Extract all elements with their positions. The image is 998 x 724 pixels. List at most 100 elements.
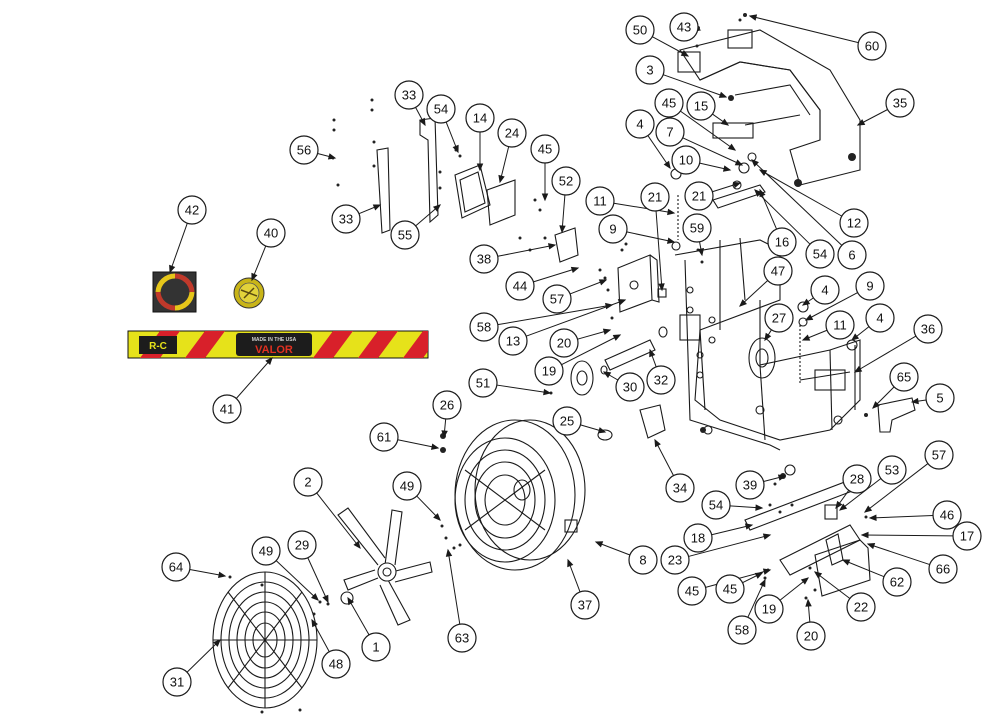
callout-number: 30 <box>623 380 637 395</box>
leader-arrowhead <box>754 572 764 579</box>
callout-circle <box>839 208 869 238</box>
callout-bubble: 58 <box>469 312 499 342</box>
callout-number: 45 <box>685 584 699 599</box>
callout-number: 58 <box>735 623 749 638</box>
callout-circle <box>655 117 685 147</box>
leader-line <box>680 110 736 151</box>
callout-bubble: 49 <box>251 536 281 566</box>
leader-arrowhead <box>853 365 863 373</box>
callout-circle <box>570 590 600 620</box>
callout-number: 41 <box>220 402 234 417</box>
callout-circle <box>549 328 579 358</box>
leader-line <box>307 557 329 603</box>
leader-arrowhead <box>430 443 440 450</box>
leader-line <box>397 439 439 449</box>
leader-arrowhead <box>594 541 604 548</box>
leader-arrowhead <box>720 118 730 126</box>
callout-circle <box>390 220 420 250</box>
leader-line <box>533 267 579 283</box>
leader-arrowhead <box>734 159 744 166</box>
callout-number: 25 <box>560 414 574 429</box>
leader-arrowhead <box>372 204 382 211</box>
leader-arrowhead <box>804 314 814 321</box>
callout-number: 17 <box>960 529 974 544</box>
callout-circle <box>161 552 191 582</box>
callout-circle <box>669 12 699 42</box>
callout-bubble: 54 <box>805 239 835 269</box>
leader-arrowhead <box>353 540 361 550</box>
callout-circle <box>682 213 712 243</box>
callout-number: 8 <box>639 553 646 568</box>
leader-arrowhead <box>722 165 732 172</box>
callout-circle <box>361 632 391 662</box>
leader-line <box>854 335 917 373</box>
decal-brand: VALOR <box>255 344 293 356</box>
handle-part <box>677 29 861 187</box>
leader-arrowhead <box>612 334 622 341</box>
callout-circle <box>882 567 912 597</box>
callout-bubble: 31 <box>162 667 192 697</box>
callout-number: 32 <box>654 373 668 388</box>
callout-circle <box>865 303 895 333</box>
leader-arrowhead <box>598 279 608 286</box>
callout-bubble: 18 <box>683 523 713 553</box>
callout-number: 39 <box>743 478 757 493</box>
callout-bubble: 39 <box>735 470 765 500</box>
callout-number: 33 <box>402 88 416 103</box>
callout-number: 10 <box>679 153 693 168</box>
leader-line <box>654 439 674 476</box>
callout-bubble: 6 <box>837 240 867 270</box>
callout-circle <box>805 239 835 269</box>
callout-number: 15 <box>694 99 708 114</box>
callout-bubble: 40 <box>256 218 286 248</box>
leader-arrowhead <box>547 243 557 250</box>
callout-bubble: 30 <box>615 372 645 402</box>
callout-bubble: 37 <box>570 590 600 620</box>
callout-number: 45 <box>538 142 552 157</box>
callout-number: 48 <box>329 657 343 672</box>
leader-arrowhead <box>680 50 690 57</box>
callout-bubble: 7 <box>655 117 685 147</box>
callout-circle <box>684 181 714 211</box>
callout-bubble: 8 <box>628 545 658 575</box>
callout-number: 1 <box>372 640 379 655</box>
leader-arrowhead <box>347 596 355 606</box>
callout-bubble: 21 <box>684 181 714 211</box>
callout-bubble: 33 <box>394 80 424 110</box>
callout-circle <box>727 615 757 645</box>
leader-arrowhead <box>541 193 549 202</box>
callout-number: 38 <box>477 252 491 267</box>
leader-line <box>682 137 743 166</box>
callout-bubble: 36 <box>913 314 943 344</box>
leader-line <box>747 579 766 618</box>
callout-circle <box>885 88 915 118</box>
callout-number: 35 <box>893 96 907 111</box>
callout-circle <box>585 186 615 216</box>
callout-circle <box>293 467 323 497</box>
callout-bubble: 33 <box>331 204 361 234</box>
leader-arrowhead <box>567 558 574 568</box>
callout-number: 31 <box>170 675 184 690</box>
callout-circle <box>735 470 765 500</box>
leader-arrowhead <box>835 500 843 510</box>
callout-number: 16 <box>775 235 789 250</box>
callout-number: 20 <box>557 336 571 351</box>
leader-arrowhead <box>863 505 873 513</box>
callout-circle <box>468 368 498 398</box>
callout-circle <box>321 649 351 679</box>
leader-arrowhead <box>777 474 787 481</box>
leader-line <box>805 292 858 321</box>
leader-arrowhead <box>872 401 880 409</box>
callout-number: 43 <box>677 20 691 35</box>
callout-circle <box>924 440 954 470</box>
leader-arrowhead <box>813 571 823 579</box>
callout-circle <box>498 326 528 356</box>
callout-circle <box>767 227 797 257</box>
fan-blade-part <box>337 507 433 626</box>
callout-bubble: 59 <box>682 213 712 243</box>
callout-number: 4 <box>876 311 883 326</box>
callout-number: 64 <box>169 560 183 575</box>
callout-number: 63 <box>455 631 469 646</box>
leader-line <box>316 492 361 549</box>
callout-bubble: 4 <box>865 303 895 333</box>
